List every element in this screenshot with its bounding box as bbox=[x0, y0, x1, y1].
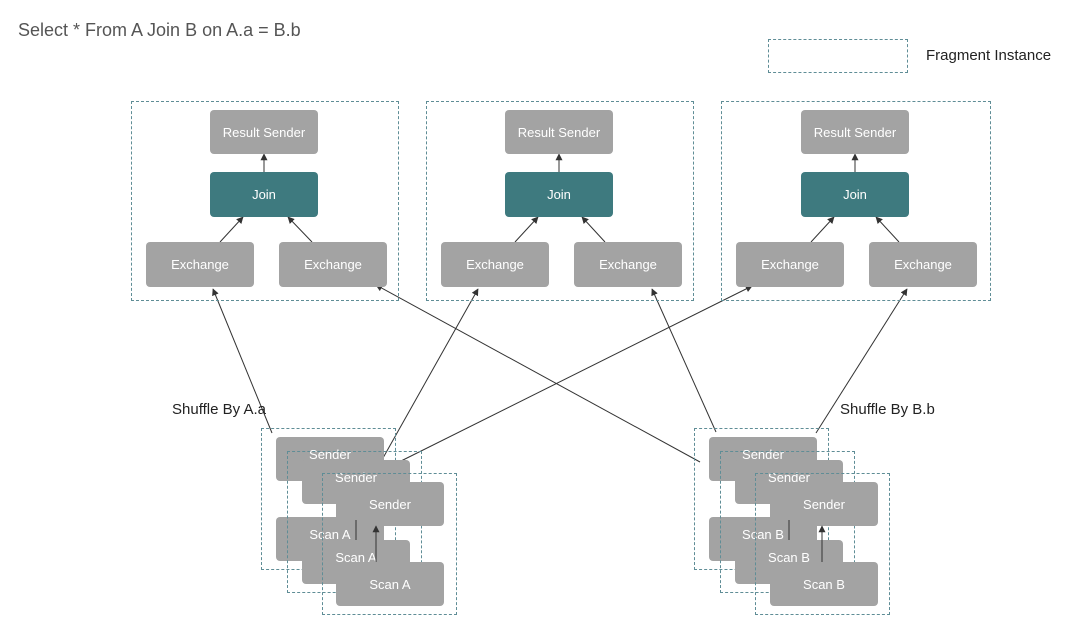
shuffle-label-a: Shuffle By A.a bbox=[172, 401, 266, 418]
exchange-right-node-3: Exchange bbox=[869, 242, 977, 287]
scan-b-sender-node-3: Sender bbox=[770, 482, 878, 526]
edge-senderA-to-exchange-left-3 bbox=[396, 285, 753, 464]
edge-senderA-to-exchange-left-1 bbox=[212, 288, 273, 434]
exchange-left-node-2: Exchange bbox=[441, 242, 549, 287]
shuffle-label-b: Shuffle By B.b bbox=[840, 401, 935, 418]
legend-label: Fragment Instance bbox=[926, 47, 1052, 64]
edge-senderB-to-exchange-right-3 bbox=[815, 288, 908, 434]
scan-a-sender-node-3: Sender bbox=[336, 482, 444, 526]
scan-a-scan-node-3: Scan A bbox=[336, 562, 444, 606]
exchange-left-node-3: Exchange bbox=[736, 242, 844, 287]
legend-fragment-swatch bbox=[768, 39, 908, 73]
join-node-1: Join bbox=[210, 172, 318, 217]
scan-b-fragment-3 bbox=[755, 473, 890, 615]
result-sender-node-1: Result Sender bbox=[210, 110, 318, 154]
edge-senderB-to-exchange-right-1 bbox=[375, 284, 701, 463]
edge-exchange-right-to-join-1 bbox=[287, 216, 313, 243]
join-node-3: Join bbox=[801, 172, 909, 217]
edge-exchange-right-to-join-2 bbox=[581, 216, 606, 243]
edge-exchange-left-to-join-3 bbox=[810, 216, 835, 243]
join-fragment-2 bbox=[426, 101, 694, 301]
result-sender-node-2: Result Sender bbox=[505, 110, 613, 154]
query-title: Select * From A Join B on A.a = B.b bbox=[18, 20, 301, 40]
edge-senderA-to-exchange-left-2 bbox=[382, 288, 479, 459]
edge-exchange-left-to-join-1 bbox=[219, 216, 244, 243]
edge-exchange-right-to-join-3 bbox=[875, 216, 900, 243]
join-fragment-3 bbox=[721, 101, 991, 301]
scan-b-scan-node-3: Scan B bbox=[770, 562, 878, 606]
edge-exchange-left-to-join-2 bbox=[514, 216, 539, 243]
exchange-right-node-1: Exchange bbox=[279, 242, 387, 287]
join-node-2: Join bbox=[505, 172, 613, 217]
scan-a-fragment-3 bbox=[322, 473, 457, 615]
exchange-left-node-1: Exchange bbox=[146, 242, 254, 287]
edge-senderB-to-exchange-right-2 bbox=[651, 288, 717, 433]
result-sender-node-3: Result Sender bbox=[801, 110, 909, 154]
exchange-right-node-2: Exchange bbox=[574, 242, 682, 287]
join-fragment-1 bbox=[131, 101, 399, 301]
